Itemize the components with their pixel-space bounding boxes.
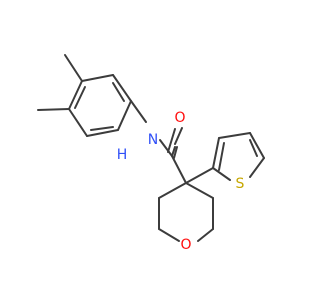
bond (218, 132, 251, 139)
bond (81, 74, 114, 82)
ring-oxygen-label: O (180, 237, 191, 253)
carbonyl-double-bond (171, 146, 176, 157)
bond (249, 132, 265, 159)
sulfur-label: S (236, 176, 245, 192)
carbonyl-double-bond (173, 146, 178, 159)
carbonyl-quaternary-bond (171, 155, 187, 184)
aromatic-double-bond (90, 126, 114, 131)
aromatic-double-bond (74, 86, 86, 109)
amide-hydrogen-label: H (117, 147, 128, 163)
bond (112, 74, 132, 102)
bond (86, 129, 119, 137)
aromatic-double-bond (249, 139, 258, 157)
nitrogen-carbonyl-bond (159, 139, 173, 157)
bond (158, 182, 187, 199)
bond (212, 167, 231, 181)
aromatic-double-bond (112, 82, 125, 102)
thiophene-ring (212, 132, 265, 181)
methyl-bond-upper (64, 54, 83, 82)
dimethylphenyl-ring (68, 74, 132, 137)
aryl-nitrogen-bond (130, 100, 147, 123)
quaternary-thiophene-bond (185, 167, 214, 184)
amide-nitrogen-label: N (148, 132, 158, 148)
molecule-structure: O N H S O (37, 54, 265, 253)
methyl-bond-lower (37, 108, 70, 111)
bond (68, 80, 83, 110)
carbonyl-double-bond (167, 128, 176, 153)
aromatic-double-bond (218, 142, 225, 171)
bond (197, 228, 214, 242)
bond (212, 137, 220, 169)
bond (68, 108, 88, 137)
oxane-ring (158, 182, 214, 242)
bond (185, 182, 214, 199)
carbonyl-double-bond (174, 127, 183, 145)
bond (249, 157, 265, 178)
bond (117, 100, 132, 131)
amide-oxygen-label: O (174, 110, 185, 126)
bond (158, 228, 180, 242)
